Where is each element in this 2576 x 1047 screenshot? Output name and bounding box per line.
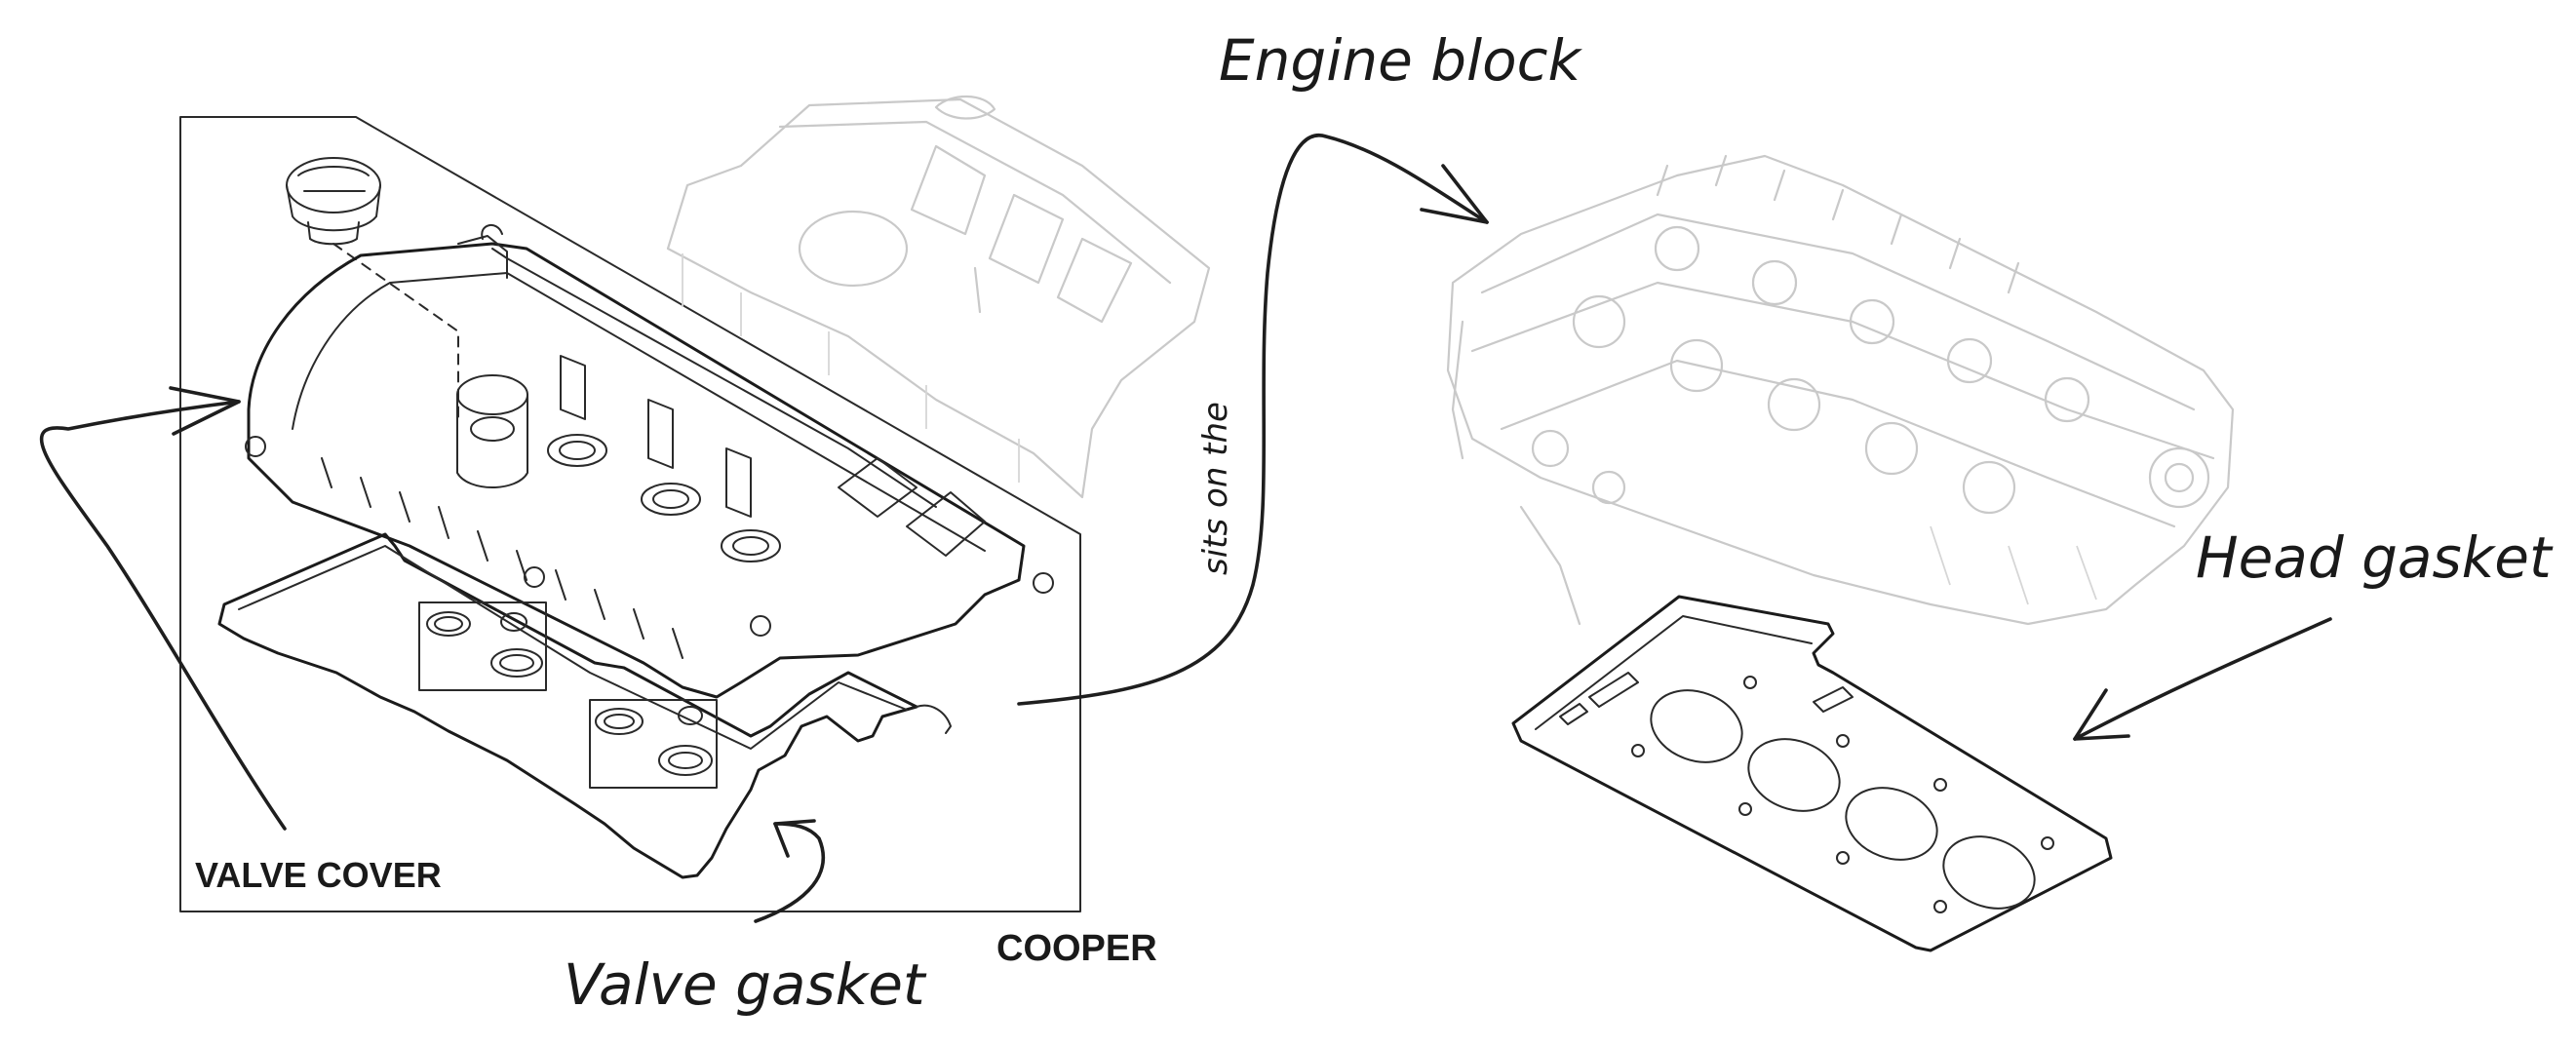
- seal-kit-box-2: [589, 699, 718, 789]
- drawing-frame: [179, 116, 1081, 912]
- valve-cover-label: VALVE COVER: [195, 855, 442, 895]
- head-gasket-label: Head gasket: [2196, 524, 2554, 591]
- sits-on-the-label: sits on the: [1196, 402, 1235, 575]
- valve-cover-arrow: [39, 386, 287, 831]
- valve-gasket-label: Valve gasket: [564, 951, 927, 1018]
- valve-gasket-loop: [217, 532, 918, 879]
- engine-top-cover-faint: [666, 95, 1211, 499]
- engine-block-arrow: [1017, 133, 1489, 706]
- cooper-label: COOPER: [996, 928, 1157, 969]
- seal-kit-box-1: [418, 601, 547, 691]
- engine-block-faint-drawing: [1446, 154, 2235, 626]
- valve-cover-exploded-drawing: [179, 95, 1211, 912]
- engine-block-label: Engine block: [1219, 27, 1583, 94]
- valve-cover: [245, 224, 1054, 699]
- valve-gasket-arrow: [754, 819, 826, 923]
- head-gasket-drawing: [1511, 595, 2113, 952]
- head-gasket-arrow: [2073, 617, 2332, 741]
